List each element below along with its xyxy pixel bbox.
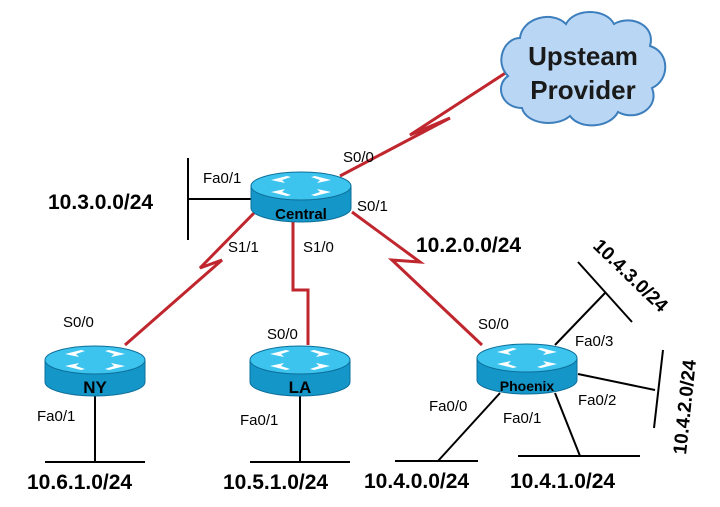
port-central-s0-0: S0/0 <box>343 149 374 166</box>
router-la[interactable]: LA <box>249 345 351 397</box>
segment-10-4-3 <box>577 261 633 323</box>
network-10-4-1-0: 10.4.1.0/24 <box>510 470 615 493</box>
port-phoenix-fa0-3: Fa0/3 <box>575 333 613 350</box>
router-arrows-icon <box>271 176 331 196</box>
upstream-provider-cloud[interactable]: Upsteam Provider <box>500 11 667 127</box>
link-central-s1-0 <box>291 222 310 345</box>
port-central-fa0-1: Fa0/1 <box>203 170 241 187</box>
port-phoenix-fa0-0: Fa0/0 <box>429 398 467 415</box>
serial-links <box>124 68 511 347</box>
link-phoenix-fa0-0 <box>437 392 501 462</box>
link-central-s1-1 <box>124 210 257 347</box>
router-arrows-icon <box>270 350 330 370</box>
network-10-4-0-0: 10.4.0.0/24 <box>364 470 469 493</box>
router-phoenix[interactable]: Phoenix <box>476 343 578 395</box>
link-central-s0-1 <box>351 210 484 347</box>
router-central-name: Central <box>275 206 327 223</box>
port-la-s0-0: S0/0 <box>267 326 298 343</box>
port-central-s1-0: S1/0 <box>303 239 334 256</box>
port-central-s1-1: S1/1 <box>228 239 259 256</box>
router-la-name: LA <box>289 378 312 397</box>
segment-10-4-2 <box>653 349 664 429</box>
port-labels: Fa0/1 S0/0 S0/1 S1/1 S1/0 S0/0 Fa0/1 S0/… <box>37 149 616 429</box>
network-10-2-0-0: 10.2.0.0/24 <box>416 234 521 257</box>
router-arrows-icon <box>65 350 125 370</box>
port-central-s0-1: S0/1 <box>357 198 388 215</box>
port-phoenix-fa0-1: Fa0/1 <box>503 410 541 427</box>
port-ny-fa0-1: Fa0/1 <box>37 408 75 425</box>
port-la-fa0-1: Fa0/1 <box>240 412 278 429</box>
router-arrows-icon <box>497 348 557 368</box>
cloud-label-line2: Provider <box>530 75 636 105</box>
link-phoenix-fa0-2 <box>577 373 656 391</box>
ethernet-links <box>45 158 664 463</box>
link-phoenix-fa0-3 <box>554 292 606 346</box>
router-central[interactable]: Central <box>250 171 352 223</box>
network-10-4-2-0: 10.4.2.0/24 <box>670 358 701 455</box>
router-ny[interactable]: NY <box>44 345 146 397</box>
network-10-6-1-0: 10.6.1.0/24 <box>27 471 132 494</box>
network-10-4-3-0: 10.4.3.0/24 <box>589 235 672 316</box>
router-phoenix-name: Phoenix <box>500 378 555 394</box>
network-10-3-0-0: 10.3.0.0/24 <box>48 191 153 214</box>
link-central-s0-0 <box>339 68 511 178</box>
router-ny-name: NY <box>83 378 107 397</box>
port-phoenix-fa0-2: Fa0/2 <box>578 392 616 409</box>
port-ny-s0-0: S0/0 <box>63 314 94 331</box>
port-phoenix-s0-0: S0/0 <box>478 316 509 333</box>
network-10-5-1-0: 10.5.1.0/24 <box>223 471 328 494</box>
cloud-label-line1: Upsteam <box>528 41 638 71</box>
link-phoenix-fa0-1 <box>554 392 581 457</box>
